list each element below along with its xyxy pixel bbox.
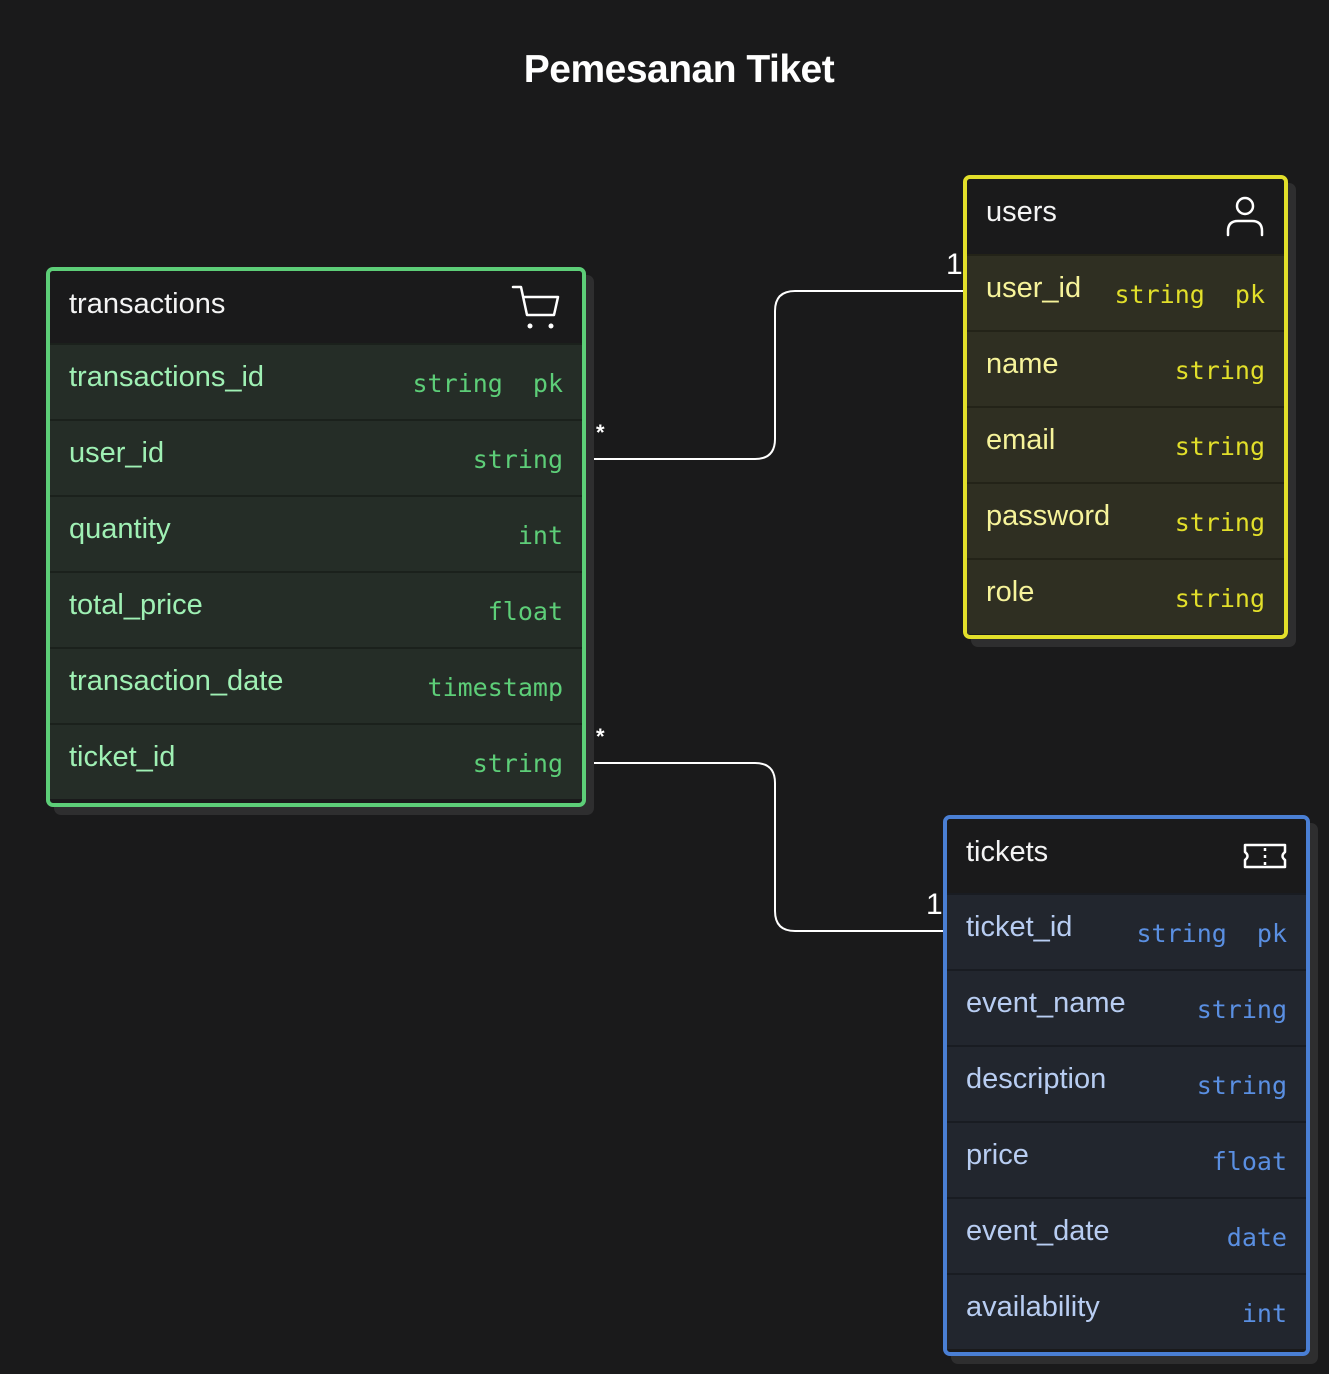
entity-transactions[interactable]: transactions transactions_id string pk u… (46, 267, 586, 807)
field-type: int (1241, 1299, 1287, 1328)
field-row: ticket_id string pk (947, 893, 1306, 969)
field-name: price (966, 1139, 1029, 1171)
entity-tickets[interactable]: tickets ticket_id string pk event_name s… (943, 815, 1310, 1356)
ticket-icon (1243, 843, 1287, 869)
field-row: password string (967, 482, 1284, 558)
field-type: int (517, 521, 563, 550)
field-row: email string (967, 406, 1284, 482)
field-row: transactions_id string pk (50, 343, 582, 419)
field-row: availability int (947, 1273, 1306, 1349)
field-row: event_name string (947, 969, 1306, 1045)
field-row: user_id string pk (967, 254, 1284, 330)
entity-header: users (967, 179, 1284, 254)
field-name: event_name (966, 987, 1126, 1019)
field-row: quantity int (50, 495, 582, 571)
cardinality-many: * (596, 420, 605, 445)
field-type: string pk (1136, 919, 1287, 948)
field-name: quantity (69, 513, 171, 545)
field-name: transaction_date (69, 665, 284, 697)
field-type: float (487, 597, 563, 626)
field-type: string (1174, 584, 1265, 613)
entity-title: tickets (966, 836, 1049, 868)
entity-header: transactions (50, 271, 582, 343)
field-name: name (986, 348, 1059, 380)
field-row: total_price float (50, 571, 582, 647)
field-name: availability (966, 1291, 1100, 1323)
field-row: transaction_date timestamp (50, 647, 582, 723)
field-name: ticket_id (69, 741, 176, 773)
diagram-title: Pemesanan Tiket (523, 48, 835, 91)
field-row: description string (947, 1045, 1306, 1121)
field-type: string (1174, 432, 1265, 461)
field-row: price float (947, 1121, 1306, 1197)
entity-title: users (986, 196, 1057, 228)
user-icon (1226, 196, 1264, 237)
cardinality-many: * (596, 724, 605, 749)
field-name: user_id (69, 437, 165, 469)
cardinality-one: 1 (946, 248, 963, 281)
field-type: string (472, 749, 563, 778)
entity-header: tickets (947, 819, 1306, 893)
field-type: string (1174, 508, 1265, 537)
cart-icon (511, 285, 560, 329)
field-row: ticket_id string (50, 723, 582, 799)
field-type: string (1196, 995, 1287, 1024)
field-name: transactions_id (69, 361, 265, 393)
field-row: role string (967, 558, 1284, 634)
field-name: user_id (986, 272, 1082, 304)
field-type: timestamp (427, 673, 563, 702)
field-name: total_price (69, 589, 203, 621)
entity-title: transactions (69, 288, 226, 320)
field-name: ticket_id (966, 911, 1073, 943)
field-name: description (966, 1063, 1107, 1095)
field-name: event_date (966, 1215, 1110, 1247)
entity-users[interactable]: users user_id string pk name string emai… (963, 175, 1288, 639)
field-row: user_id string (50, 419, 582, 495)
field-type: float (1211, 1147, 1287, 1176)
field-type: string pk (1114, 280, 1265, 309)
edge-transactions-tickets[interactable] (575, 762, 955, 932)
field-type: string (1196, 1071, 1287, 1100)
cardinality-one: 1 (926, 888, 943, 921)
field-name: password (986, 500, 1111, 532)
field-name: email (986, 424, 1056, 456)
field-type: string (472, 445, 563, 474)
field-type: string pk (412, 369, 563, 398)
field-type: date (1226, 1223, 1287, 1252)
field-row: event_date date (947, 1197, 1306, 1273)
field-name: role (986, 576, 1035, 608)
field-type: string (1174, 356, 1265, 385)
edge-transactions-users[interactable] (575, 290, 975, 460)
field-row: name string (967, 330, 1284, 406)
